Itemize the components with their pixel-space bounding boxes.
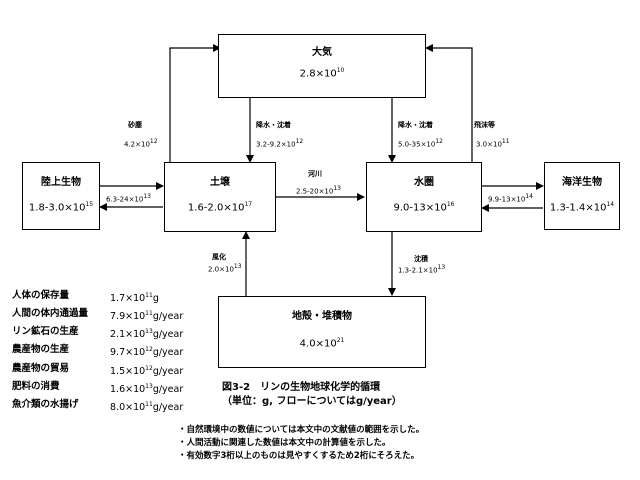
row-label: 魚介類の水揚げ	[12, 398, 79, 410]
human-activity-table: 人体の保存量 1.7×1011g 人間の体内通過量 7.9×1011g/year リ…	[12, 288, 183, 415]
row-label: 人間の体内通過量	[12, 308, 89, 320]
notes: ・自然環境中の数値については本文中の文献値の範囲を示した。 ・人間活動に関連した…	[178, 424, 424, 463]
row-value: 9.7×1012g/year	[110, 346, 184, 359]
box-crust: 地殻・堆積物 4.0×1021	[218, 296, 426, 368]
flow-weathering-name: 風化	[212, 253, 226, 261]
flow-river-value: 2.5-20×1013	[296, 185, 341, 196]
box-crust-value: 4.0×1021	[299, 337, 345, 350]
box-land-biota: 陸上生物 1.8-3.0×1015	[22, 162, 100, 230]
row-value: 1.6×1013g/year	[110, 382, 184, 395]
box-soil: 土壌 1.6-2.0×1017	[164, 162, 276, 232]
row-label: 肥料の消費	[12, 380, 60, 392]
table-row: リン鉱石の生産 2.1×1013g/year	[12, 324, 183, 342]
row-label: リン鉱石の生産	[12, 326, 79, 338]
row-label: 農産物の貿易	[12, 362, 70, 374]
table-row: 農産物の貿易 1.5×1012g/year	[12, 361, 183, 379]
flow-river-name: 河川	[308, 170, 322, 178]
flow-sea-spray-name: 飛沫等	[474, 121, 495, 129]
box-atmosphere-value: 2.8×1010	[299, 67, 345, 80]
row-value: 8.0×1011g/year	[110, 400, 184, 414]
flow-marine-exchange-value: 9.9-13×1014	[488, 193, 533, 204]
box-crust-title: 地殻・堆積物	[292, 311, 352, 322]
flow-precip-water-value: 5.0-35×1012	[398, 138, 443, 149]
flow-precip-land-value: 3.2-9.2×1012	[256, 138, 304, 149]
note-item: ・有効数字3桁以上のものは見やすくするため2桁にそろえた。	[178, 451, 420, 461]
box-atmosphere: 大気 2.8×1010	[218, 34, 426, 98]
flow-weathering-value: 2.0×1013	[208, 263, 242, 274]
box-hydrosphere-value: 9.0-13×1016	[393, 201, 455, 214]
row-value: 1.5×1012g/year	[110, 364, 184, 377]
box-soil-title: 土壌	[210, 177, 230, 188]
caption-units: （単位：g, フローについてはg/year）	[222, 396, 402, 407]
flow-precip-land-name: 降水・沈着	[256, 121, 291, 129]
box-land-biota-value: 1.8-3.0×1015	[28, 201, 94, 214]
flow-precip-water-name: 降水・沈着	[398, 121, 433, 129]
row-value: 2.1×1013g/year	[110, 328, 184, 341]
box-marine-biota-value: 1.3-1.4×1014	[549, 201, 615, 214]
flow-land-exchange-value: 6.3-24×1013	[106, 193, 151, 204]
box-marine-biota: 海洋生物 1.3-1.4×1014	[544, 162, 620, 230]
arrow-sea-spray	[425, 44, 473, 162]
flow-dust-name: 砂塵	[128, 121, 142, 129]
box-hydrosphere: 水圏 9.0-13×1016	[366, 162, 482, 232]
row-label: 人体の保存量	[12, 290, 70, 301]
arrow-dust	[169, 44, 221, 162]
box-soil-value: 1.6-2.0×1017	[187, 201, 253, 214]
flow-sedimentation-value: 1.3-2.1×1013	[398, 264, 446, 275]
row-value: 1.7×1011g	[110, 292, 159, 305]
box-land-biota-title: 陸上生物	[41, 177, 81, 188]
table-row: 人間の体内通過量 7.9×1011g/year	[12, 306, 183, 324]
flow-dust-value: 4.2×1012	[124, 138, 158, 149]
flow-sea-spray-value: 3.0×1011	[476, 138, 510, 149]
table-row: 魚介類の水揚げ 8.0×1011g/year	[12, 397, 183, 415]
note-item: ・自然環境中の数値については本文中の文献値の範囲を示した。	[178, 425, 425, 435]
caption-title: 図3-2 リンの生物地球化学的循環	[222, 382, 381, 393]
box-marine-biota-title: 海洋生物	[562, 177, 602, 188]
box-hydrosphere-title: 水圏	[414, 177, 434, 188]
table-row: 人体の保存量 1.7×1011g	[12, 288, 183, 306]
figure-caption: 図3-2 リンの生物地球化学的循環 （単位：g, フローについてはg/year）	[222, 381, 402, 409]
table-row: 肥料の消費 1.6×1013g/year	[12, 379, 183, 397]
row-label: 農産物の生産	[12, 344, 70, 356]
note-item: ・人間活動に関連した数値は本文中の計算値を示した。	[178, 438, 391, 448]
flow-sedimentation-name: 沈積	[414, 255, 428, 263]
row-value: 7.9×1011g/year	[110, 310, 184, 323]
box-atmosphere-title: 大気	[312, 47, 332, 58]
table-row: 農産物の生産 9.7×1012g/year	[12, 342, 183, 360]
